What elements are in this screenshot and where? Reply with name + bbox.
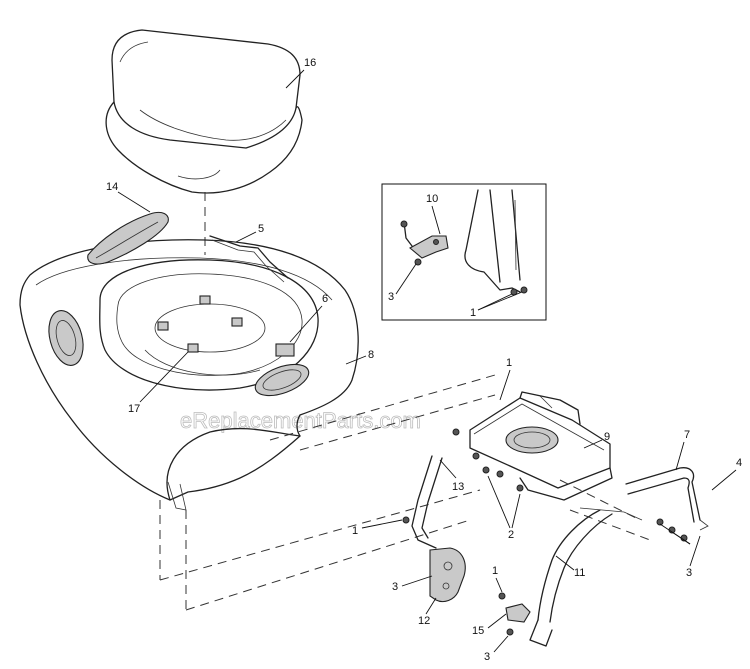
detail-inset — [381, 183, 547, 321]
callout-3-inset: 3 — [388, 291, 394, 303]
support-rod — [625, 467, 709, 531]
callout-10: 10 — [426, 193, 438, 205]
callout-3-bracket: 3 — [392, 581, 398, 593]
handle-cover — [87, 211, 169, 265]
callout-15: 15 — [472, 625, 484, 637]
callout-13: 13 — [452, 481, 464, 493]
callout-16: 16 — [304, 57, 316, 69]
callout-12: 12 — [418, 615, 430, 627]
callout-14: 14 — [106, 181, 118, 193]
callout-2: 2 — [508, 529, 514, 541]
callout-1-top: 1 — [506, 357, 512, 369]
callout-1-left: 1 — [352, 525, 358, 537]
callout-1-bottom: 1 — [492, 565, 498, 577]
callout-1-inset: 1 — [470, 307, 476, 319]
callouts: 16 14 5 6 8 17 10 3 1 1 9 7 4 13 2 1 — [106, 57, 742, 663]
bottom-link — [498, 592, 531, 636]
callout-17: 17 — [128, 403, 140, 415]
mount-bracket — [429, 547, 466, 603]
callout-4: 4 — [736, 457, 742, 469]
callout-11: 11 — [574, 567, 585, 579]
support-bracket — [452, 391, 613, 501]
main-frame — [529, 507, 688, 647]
callout-7: 7 — [684, 429, 690, 441]
callout-6: 6 — [322, 293, 328, 305]
callout-9: 9 — [604, 431, 610, 443]
callout-3-right: 3 — [686, 567, 692, 579]
seat — [105, 29, 303, 194]
rod — [209, 235, 289, 279]
callout-3-bottom: 3 — [484, 651, 490, 663]
fender-deck — [19, 239, 359, 511]
left-link — [402, 455, 443, 549]
callout-5: 5 — [258, 223, 264, 235]
callout-8: 8 — [368, 349, 374, 361]
watermark: eReplacementParts.com — [180, 408, 421, 433]
